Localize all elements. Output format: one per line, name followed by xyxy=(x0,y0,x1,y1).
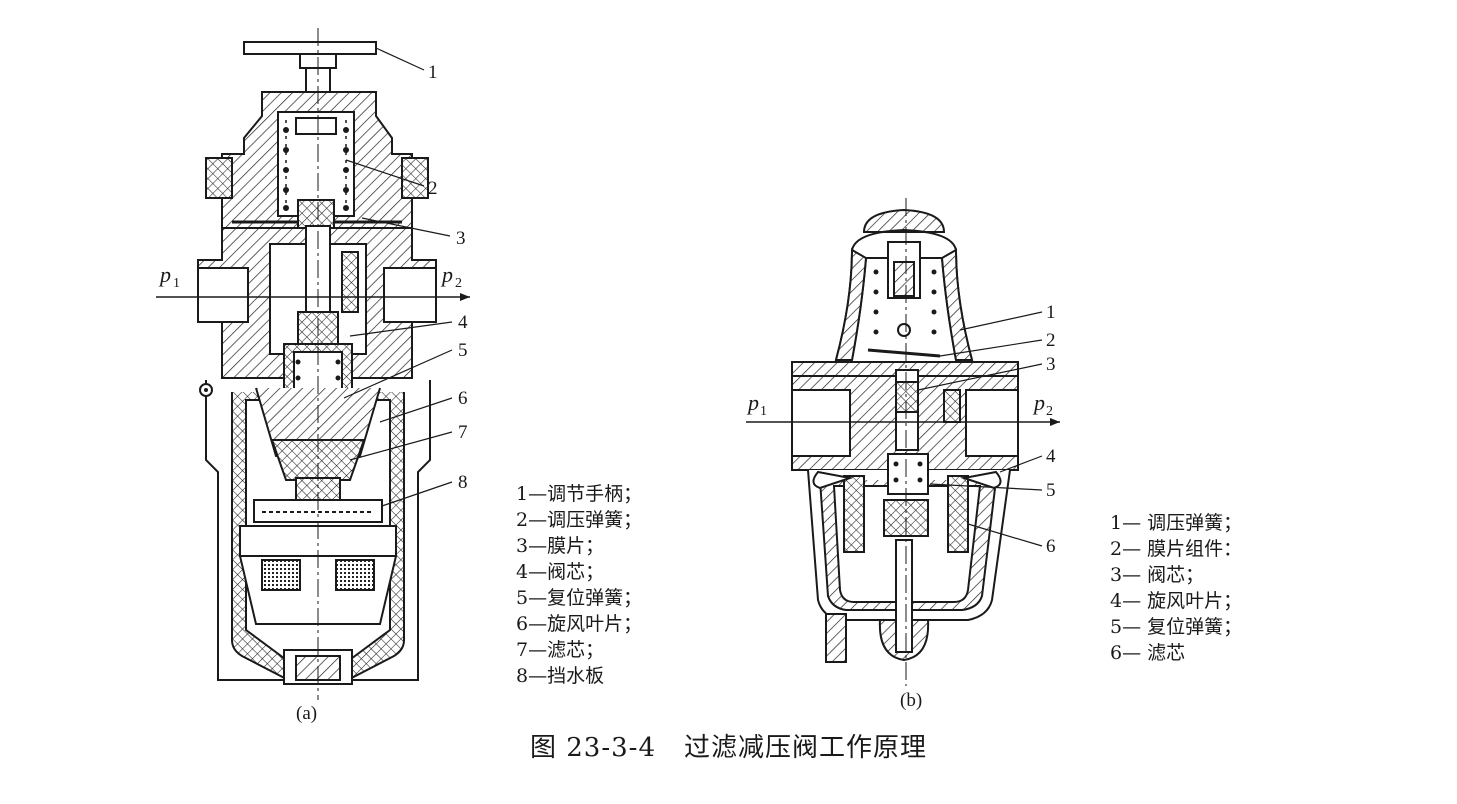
callout-b-5: 5 xyxy=(1046,480,1056,501)
callout-a-6: 6 xyxy=(458,388,468,409)
adjusting-handle xyxy=(243,41,377,55)
legend-a-item: 2—调压弹簧； xyxy=(516,509,643,531)
sublabel-a: (a) xyxy=(296,703,318,724)
caption-number: 图 23-3-4 xyxy=(530,733,657,763)
legend-a-item: 7—滤芯； xyxy=(516,639,605,661)
callout-a-5: 5 xyxy=(458,340,468,361)
callout-b-1: 1 xyxy=(1046,302,1056,323)
callout-a-2: 2 xyxy=(428,178,438,199)
inlet-label-a: p xyxy=(158,262,171,287)
pressure-spring xyxy=(285,120,347,210)
callout-b-6: 6 xyxy=(1046,536,1056,557)
legend-b-item: 6— 滤芯 xyxy=(1110,642,1186,664)
callout-a-3: 3 xyxy=(456,228,466,249)
sublabel-b: (b) xyxy=(900,690,923,711)
callout-b-4: 4 xyxy=(1046,446,1056,467)
outlet-sub-b: 2 xyxy=(1046,404,1053,419)
callout-a-8: 8 xyxy=(458,472,468,493)
diaphragm-assembly xyxy=(867,348,941,358)
valve-core-b xyxy=(895,381,919,413)
legend-a-item: 1—调节手柄； xyxy=(516,483,643,505)
inlet-label-b: p xyxy=(746,390,759,415)
callout-a-7: 7 xyxy=(458,422,468,443)
legend-b-item: 3— 阀芯； xyxy=(1110,564,1205,586)
legend-a-item: 4—阀芯； xyxy=(516,561,605,583)
legend-b-item: 4— 旋风叶片； xyxy=(1110,590,1243,612)
legend-a-item: 5—复位弹簧； xyxy=(516,587,643,609)
valve-b-drawing xyxy=(746,198,1060,686)
filter-element-a xyxy=(270,439,366,481)
callout-a-4: 4 xyxy=(458,312,468,333)
callout-b-3: 3 xyxy=(1046,354,1056,375)
caption-title: 过滤减压阀工作原理 xyxy=(684,733,928,763)
valve-a-labels: p 1 p 2 1 2 3 4 5 6 7 8 xyxy=(158,62,468,493)
legend-b-item: 1— 调压弹簧； xyxy=(1110,512,1243,534)
cyclone-vanes-b xyxy=(812,470,854,490)
figure-caption: 图 23-3-4 过滤减压阀工作原理 xyxy=(530,727,927,764)
legend-a-item: 6—旋风叶片； xyxy=(516,613,643,635)
legend-a-item: 3—膜片； xyxy=(516,535,605,557)
outlet-sub-a: 2 xyxy=(455,276,462,291)
filter-element-b xyxy=(843,475,865,553)
legend-a-item: 8—挡水板 xyxy=(516,665,605,687)
legend-b: 1— 调压弹簧； 2— 膜片组件： 3— 阀芯； 4— 旋风叶片； 5— 复位弹… xyxy=(1110,510,1242,666)
valve-b-labels: p 1 p 2 1 2 3 4 5 6 xyxy=(746,302,1056,557)
callout-b-2: 2 xyxy=(1046,330,1056,351)
return-spring-b xyxy=(887,453,929,495)
outlet-label-a: p xyxy=(440,262,453,287)
inlet-sub-b: 1 xyxy=(760,404,767,419)
adjusting-knob xyxy=(862,208,946,233)
callout-a-1: 1 xyxy=(428,62,438,83)
inlet-sub-a: 1 xyxy=(173,276,180,291)
outlet-label-b: p xyxy=(1032,390,1045,415)
valve-a-drawing xyxy=(156,28,470,700)
legend-a: 1—调节手柄； 2—调压弹簧； 3—膜片； 4—阀芯； 5—复位弹簧； 6—旋风… xyxy=(516,481,642,689)
legend-b-item: 2— 膜片组件： xyxy=(1110,538,1243,560)
legend-b-item: 5— 复位弹簧； xyxy=(1110,616,1243,638)
